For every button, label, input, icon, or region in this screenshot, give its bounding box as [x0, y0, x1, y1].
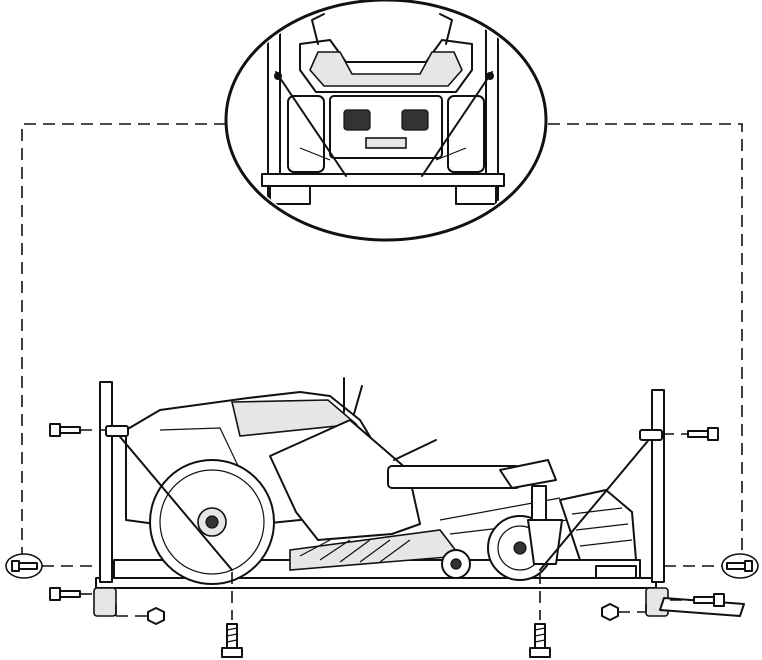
- highlighted-bolt-left: [5, 553, 100, 579]
- bolt-left-upper: [49, 423, 106, 437]
- detail-post-right: [485, 9, 499, 201]
- vertical-bolt-left: [221, 572, 243, 658]
- detail-leader-line: [21, 123, 743, 560]
- strap-right: [539, 435, 653, 571]
- fasteners: [5, 423, 759, 658]
- rear-chute: [559, 489, 637, 561]
- foot-left: [93, 587, 117, 617]
- crate-base-rail: [95, 577, 657, 589]
- bolt-left-lower: [49, 587, 98, 601]
- crate-post-right: [651, 389, 665, 583]
- nut-left: [115, 604, 165, 625]
- deck-bracket: [595, 565, 637, 579]
- strap-left: [115, 431, 233, 571]
- highlighted-bolt-right: [664, 553, 759, 579]
- nut-right: [601, 603, 647, 621]
- front-view-detail: [224, 0, 548, 242]
- vertical-bolt-right: [529, 572, 551, 658]
- crate-post-left: [99, 381, 113, 583]
- discharge-shroud: [269, 419, 421, 541]
- bolt-right-upper: [662, 427, 719, 441]
- mower-side-view: [93, 377, 745, 617]
- bolt-right-lower: [670, 593, 725, 607]
